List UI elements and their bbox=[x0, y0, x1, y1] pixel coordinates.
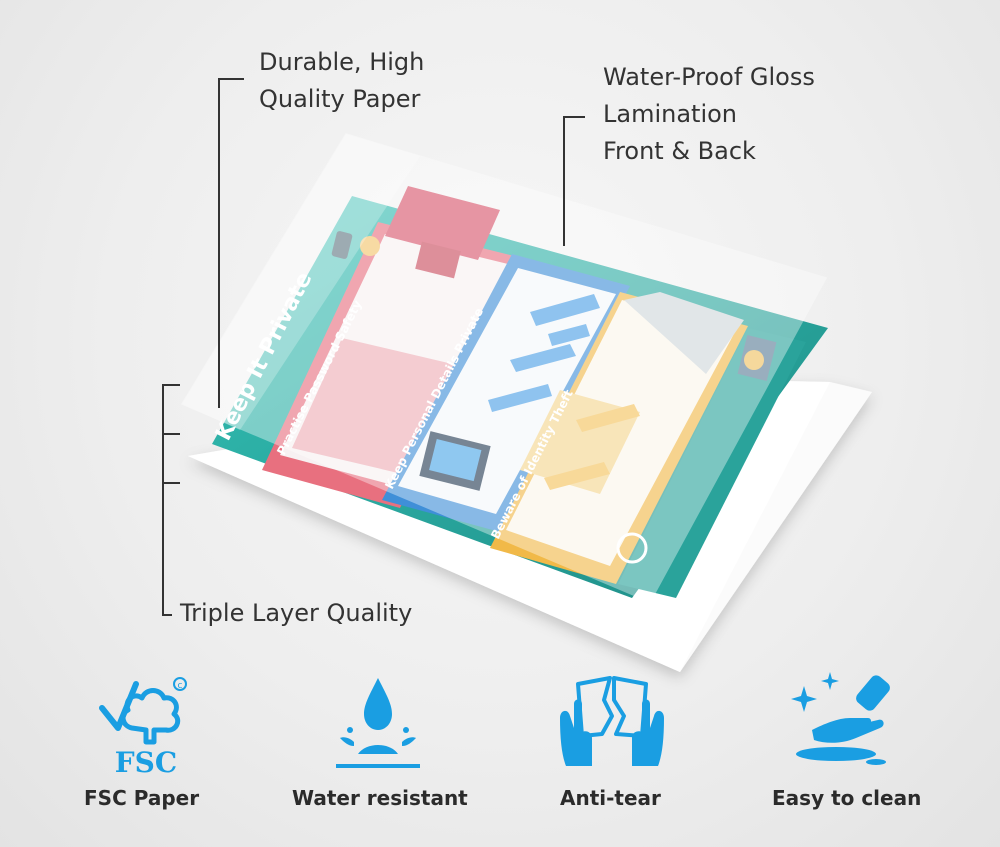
callout-line-paper-vertical bbox=[218, 78, 220, 408]
callout-lamination: Water-Proof Gloss Lamination Front & Bac… bbox=[603, 59, 815, 170]
callout-tick-2 bbox=[162, 433, 180, 435]
callout-lamination-line-1: Water-Proof Gloss bbox=[603, 63, 815, 91]
feature-label-water: Water resistant bbox=[292, 786, 468, 810]
callout-tick-1 bbox=[162, 384, 180, 386]
laminated-poster-illustration: Keep It Private Practise Password Safety… bbox=[180, 133, 872, 672]
callout-line-paper-horizontal bbox=[218, 78, 244, 80]
callout-triple-text: Triple Layer Quality bbox=[180, 599, 413, 627]
fsc-logo-icon: c FSC bbox=[88, 670, 208, 780]
callout-paper: Durable, High Quality Paper bbox=[259, 44, 424, 118]
svg-text:c: c bbox=[178, 681, 183, 691]
callout-paper-line-1: Durable, High bbox=[259, 48, 425, 76]
poster-sheet: Keep It Private Practise Password Safety… bbox=[211, 186, 828, 598]
feature-label-fsc: FSC Paper bbox=[84, 786, 200, 810]
callout-tick-3 bbox=[162, 482, 180, 484]
callout-triple: Triple Layer Quality bbox=[180, 595, 412, 632]
callout-line-triple-vertical bbox=[162, 384, 164, 616]
front-lamination-layer bbox=[180, 133, 828, 603]
feature-label-antitear: Anti-tear bbox=[560, 786, 661, 810]
torn-paper-hands-icon bbox=[552, 670, 672, 780]
callout-lamination-line-3: Front & Back bbox=[603, 137, 756, 165]
fsc-logo-text: FSC bbox=[115, 746, 177, 779]
callout-lamination-line-2: Lamination bbox=[603, 100, 738, 128]
water-drop-icon bbox=[318, 672, 438, 782]
callout-line-lamination-vertical bbox=[563, 116, 565, 246]
callout-paper-line-2: Quality Paper bbox=[259, 85, 421, 113]
cleaning-hand-icon bbox=[786, 668, 906, 778]
feature-label-clean: Easy to clean bbox=[772, 786, 922, 810]
callout-line-lamination-horizontal bbox=[563, 116, 585, 118]
callout-tick-bottom bbox=[162, 614, 172, 616]
